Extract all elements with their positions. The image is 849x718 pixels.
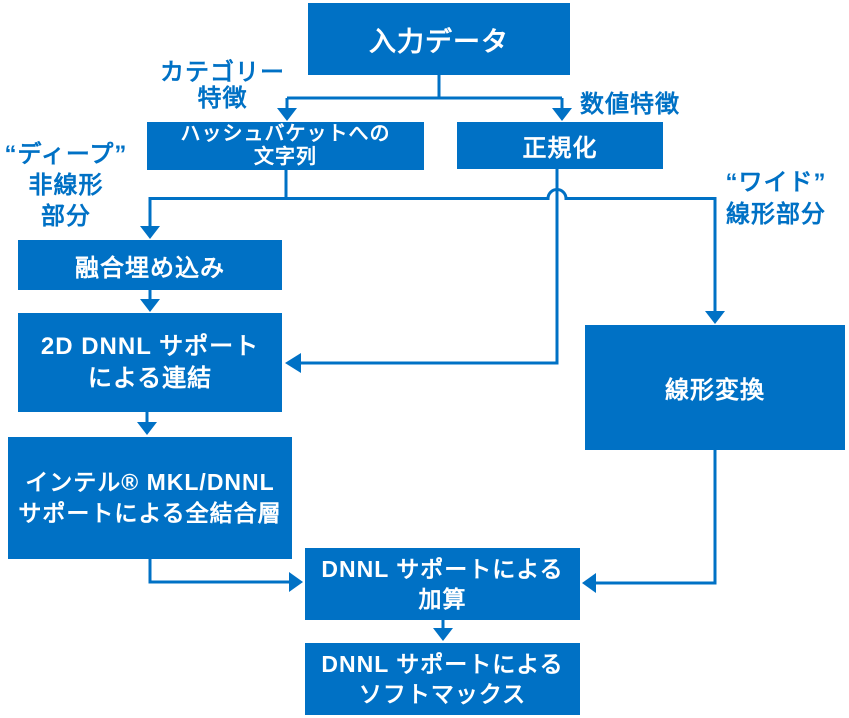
connector-norm-to-concat <box>301 168 559 365</box>
node-label: 線形変換 <box>665 377 765 404</box>
label-line3: 部分 <box>41 203 91 230</box>
node-label-line2: 文字列 <box>254 146 317 168</box>
node-intel-mkl-dnnl-fully-connected: インテル® MKL/DNNL サポートによる全結合層 <box>8 437 292 559</box>
node-label: 融合埋め込み <box>75 254 225 282</box>
arrowhead-to-linear <box>705 311 725 324</box>
node-label-line1: DNNL サポートによる <box>321 556 564 582</box>
arrowhead-to-add-right <box>582 573 596 593</box>
arrowhead-to-embed <box>140 226 160 239</box>
arrowhead-to-softmax <box>433 628 453 641</box>
label-line2: 非線形 <box>28 172 104 199</box>
arrowhead-to-concat-right <box>285 353 301 373</box>
arrowhead-to-add-left <box>289 572 303 592</box>
node-label-line2: 加算 <box>418 586 467 612</box>
node-label-line1: ハッシュバケットへの <box>180 123 391 145</box>
arrowhead-to-concat-top <box>140 299 160 312</box>
node-dnnl-softmax: DNNL サポートによる ソフトマックス <box>305 643 580 715</box>
node-fused-embedding: 融合埋め込み <box>18 240 282 290</box>
label-line2: 特徴 <box>197 85 248 112</box>
node-label-line1: DNNL サポートによる <box>321 651 564 677</box>
arrowhead-to-hash <box>277 108 297 121</box>
label-line1: カテゴリー <box>160 59 285 86</box>
label-line1: “ディープ” <box>4 141 128 168</box>
node-label-line2: による連結 <box>87 364 213 392</box>
label-deep-nonlinear-part: “ディープ” 非線形 部分 <box>0 139 132 232</box>
node-label-line2: ソフトマックス <box>358 681 527 707</box>
label-line1: 数値特徴 <box>580 91 680 118</box>
node-string-to-hash-buckets: ハッシュバケットへの 文字列 <box>147 122 424 170</box>
node-label: 正規化 <box>522 135 598 162</box>
label-line1: “ワイド” <box>725 169 827 196</box>
node-dnnl-addition: DNNL サポートによる 加算 <box>305 548 580 620</box>
arrowhead-to-fc <box>137 422 157 435</box>
node-label-line2: サポートによる全結合層 <box>18 500 282 526</box>
node-input-data: 入力データ <box>308 3 570 75</box>
label-line2: 線形部分 <box>726 201 826 228</box>
arrowhead-to-norm <box>552 108 572 121</box>
node-normalization: 正規化 <box>457 122 663 169</box>
connector-linear-to-add <box>596 450 717 585</box>
node-label-line1: 2D DNNL サポート <box>40 332 260 360</box>
label-numerical-features: 数値特徴 <box>566 84 694 119</box>
connector-fc-to-add <box>148 559 290 584</box>
label-wide-linear-part: “ワイド” 線形部分 <box>710 167 842 231</box>
node-label-line1: インテル® MKL/DNNL <box>25 469 275 495</box>
label-categorical-features: カテゴリー 特徴 <box>150 60 295 112</box>
node-label: 入力データ <box>369 26 509 57</box>
connector-input-split <box>285 75 564 109</box>
node-linear-transform: 線形変換 <box>585 325 845 450</box>
node-2d-dnnl-concat: 2D DNNL サポート による連結 <box>18 313 282 412</box>
